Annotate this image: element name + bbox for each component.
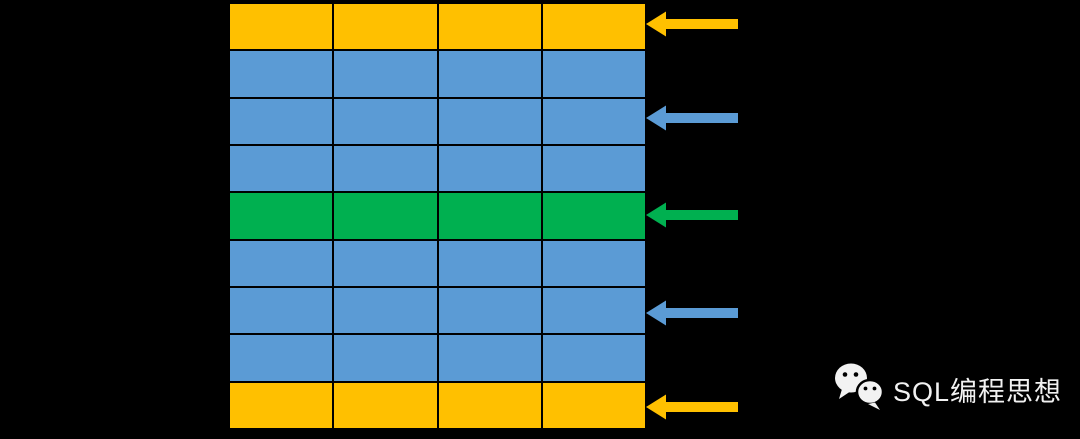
table-cell	[438, 98, 541, 144]
table-cell	[438, 335, 541, 381]
table-cell	[230, 382, 333, 428]
table-cell	[438, 287, 541, 334]
table-cell	[230, 51, 333, 97]
table-row-8-blue	[230, 335, 645, 381]
table-cell	[334, 287, 437, 334]
watermark-text: SQL编程思想	[893, 377, 1063, 407]
frame-table	[230, 4, 645, 428]
table-cell	[542, 382, 645, 428]
table-row-6-blue	[230, 240, 645, 286]
table-row-1-gold	[230, 4, 645, 50]
table-cell	[230, 145, 333, 192]
watermark: SQL编程思想	[834, 362, 1062, 417]
blue-arrow-row-7	[646, 300, 738, 326]
table-cell	[542, 287, 645, 334]
table-row-3-blue	[230, 98, 645, 144]
table-cell	[438, 4, 541, 50]
table-row-5-green	[230, 193, 645, 239]
table-cell	[334, 145, 437, 192]
table-cell	[230, 98, 333, 144]
table-cell	[542, 98, 645, 144]
table-cell	[542, 193, 645, 239]
table-cell	[230, 335, 333, 381]
table-row-7-blue	[230, 287, 645, 334]
table-cell	[334, 193, 437, 239]
table-cell	[542, 240, 645, 286]
table-cell	[334, 4, 437, 50]
table-cell	[542, 4, 645, 50]
table-cell	[438, 382, 541, 428]
table-cell	[334, 335, 437, 381]
table-row-9-gold	[230, 382, 645, 428]
green-arrow-row-5	[646, 202, 738, 228]
table-cell	[542, 145, 645, 192]
table-row-2-blue	[230, 51, 645, 97]
table-cell	[230, 240, 333, 286]
table-cell	[334, 51, 437, 97]
table-cell	[438, 51, 541, 97]
table-cell	[542, 51, 645, 97]
wechat-icon	[834, 362, 888, 417]
table-cell	[438, 240, 541, 286]
table-cell	[334, 240, 437, 286]
table-cell	[230, 4, 333, 50]
gold-arrow-row-9	[646, 394, 738, 420]
table-cell	[542, 335, 645, 381]
table-cell	[438, 145, 541, 192]
table-cell	[334, 382, 437, 428]
table-cell	[334, 98, 437, 144]
table-cell	[230, 193, 333, 239]
blue-arrow-row-3	[646, 105, 738, 131]
gold-arrow-row-1	[646, 11, 738, 37]
table-cell	[438, 193, 541, 239]
table-row-4-blue	[230, 145, 645, 192]
table-cell	[230, 287, 333, 334]
